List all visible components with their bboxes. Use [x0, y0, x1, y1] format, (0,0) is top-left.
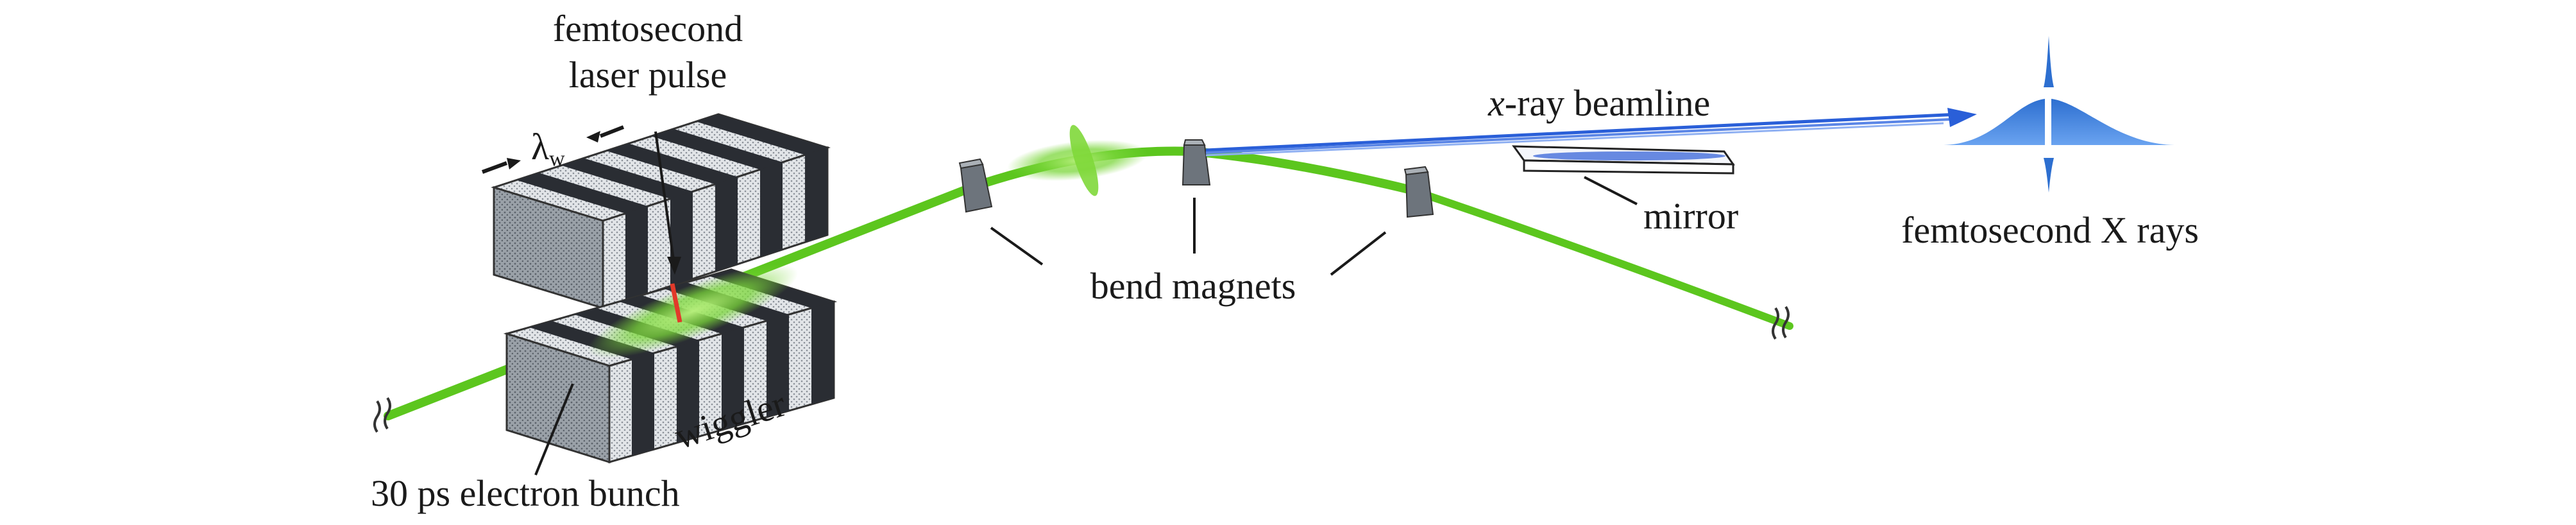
lower-front-stripe: [722, 327, 744, 430]
upper-top-stripe: [606, 143, 738, 184]
electron-bunch-pointer: [534, 383, 574, 476]
xray-arrowhead: [1947, 108, 1977, 127]
upper-front-stripe: [625, 206, 648, 301]
beam-break-right: [1772, 306, 1790, 340]
beam-break-left: [373, 397, 391, 433]
bend-magnet-2: [1182, 139, 1211, 185]
femto-xray-pulse: [1944, 36, 2174, 193]
wiggler-glow: [587, 264, 799, 358]
xray-beams: [1205, 108, 1977, 157]
bend-magnet-1: [958, 158, 993, 213]
laser-pulse-arrow: [654, 131, 675, 261]
laser-label-line2: laser pulse: [569, 54, 727, 96]
lower-front-stripe: [767, 314, 789, 417]
mirror-pointer: [1584, 176, 1638, 205]
lower-front-stripe: [677, 340, 699, 443]
upper-top-stripe: [516, 173, 648, 214]
lambda-w-label: λw: [531, 126, 565, 171]
lambda-w-arrows: [481, 125, 625, 174]
bend-magnet-3: [1403, 166, 1434, 218]
electron-bunch-label: 30 ps electron bunch: [371, 472, 680, 514]
lower-front-stripe: [811, 302, 834, 404]
upper-top-stripe: [696, 114, 827, 155]
xray-beamline-label: x-ray beamline: [1487, 82, 1710, 124]
bend-magnets-label: bend magnets: [1090, 265, 1296, 307]
laser-label-line1: femtosecond: [553, 8, 743, 49]
laser-interaction-mark: [670, 283, 682, 323]
upper-top-stripe: [561, 158, 693, 199]
beam-focus-lens: [1069, 125, 1099, 196]
mirror-label: mirror: [1643, 195, 1738, 237]
femto-xrays-label: femtosecond X rays: [1901, 209, 2199, 251]
bend-magnet-pointers: [990, 198, 1387, 276]
upper-front-stripe: [760, 162, 783, 257]
upper-front-stripe: [715, 176, 738, 271]
upper-front-stripe: [805, 148, 827, 243]
upper-top-stripe: [651, 128, 783, 170]
wiggler-upper-stripes: [516, 114, 827, 301]
xray-mirror: [1512, 145, 1735, 175]
laser-pulse-arrowhead: [667, 257, 681, 275]
lower-front-stripe: [632, 353, 654, 456]
